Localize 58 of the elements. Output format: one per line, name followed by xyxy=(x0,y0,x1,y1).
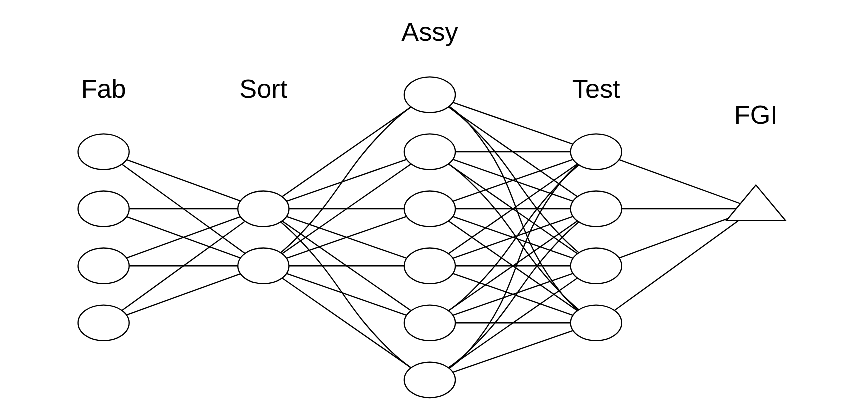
node-circle xyxy=(77,190,130,228)
connector xyxy=(452,159,573,202)
connector xyxy=(126,159,240,202)
node-circle xyxy=(403,362,456,399)
node-circle xyxy=(77,248,130,285)
connector xyxy=(448,164,578,369)
connector xyxy=(618,218,728,259)
connector xyxy=(448,106,578,198)
connector xyxy=(282,106,411,198)
connector xyxy=(282,220,411,312)
connector xyxy=(282,278,411,368)
node-circle xyxy=(77,134,130,170)
node-circle xyxy=(570,190,622,228)
node-circle xyxy=(237,248,290,285)
label: Sort xyxy=(239,74,288,104)
connector xyxy=(129,208,238,210)
node-circle xyxy=(403,76,456,114)
label: Test xyxy=(572,74,620,104)
connector xyxy=(452,273,573,316)
node-circle xyxy=(403,304,456,342)
connector xyxy=(455,322,570,324)
label: FGI xyxy=(734,100,778,130)
connector xyxy=(286,216,406,259)
connector xyxy=(288,208,404,210)
connector xyxy=(280,106,411,254)
connector xyxy=(129,266,238,267)
node-circle xyxy=(77,304,130,342)
connector xyxy=(282,164,411,254)
connector xyxy=(614,220,738,312)
node-circle xyxy=(570,304,622,342)
connector xyxy=(622,208,736,210)
node-triangle xyxy=(724,184,787,222)
connector xyxy=(618,159,740,204)
connector xyxy=(455,266,570,267)
label: Assy xyxy=(401,17,458,48)
connector xyxy=(126,274,240,316)
node-circle xyxy=(403,190,456,228)
connector xyxy=(455,151,570,153)
connector xyxy=(280,222,411,368)
connector xyxy=(448,222,579,368)
node-circle xyxy=(237,190,290,228)
connector xyxy=(452,330,573,374)
connector xyxy=(448,106,579,254)
connector xyxy=(286,273,406,316)
connector xyxy=(448,106,578,311)
connector xyxy=(452,102,573,145)
connector xyxy=(288,266,404,267)
connector xyxy=(452,216,573,259)
connector xyxy=(448,278,578,368)
connector xyxy=(121,164,245,254)
connector xyxy=(286,159,406,202)
node-circle xyxy=(570,134,622,170)
node-circle xyxy=(570,248,622,285)
connector xyxy=(455,208,570,210)
node-circle xyxy=(403,248,456,285)
label: Fab xyxy=(80,74,126,104)
connector xyxy=(121,221,245,312)
node-circle xyxy=(403,134,456,170)
